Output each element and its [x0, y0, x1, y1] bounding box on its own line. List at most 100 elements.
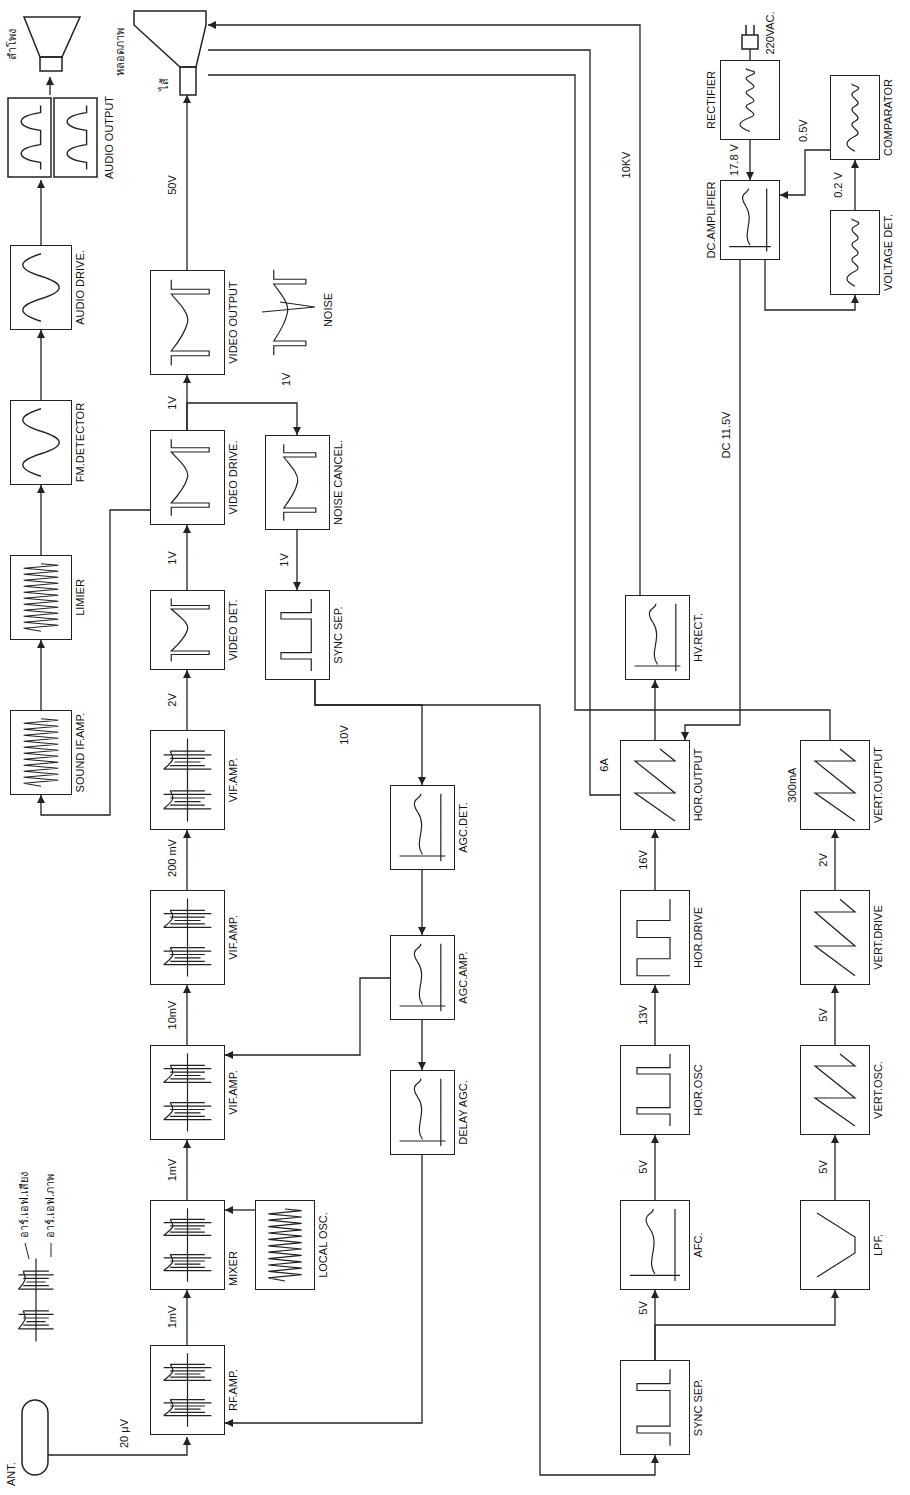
waveform	[24, 564, 59, 632]
leader-line	[25, 1243, 51, 1259]
block-box: AGC.AMP.	[390, 935, 455, 1020]
signal-arrow	[854, 160, 855, 210]
waveform	[815, 899, 855, 976]
waveform	[67, 106, 86, 170]
mains-wire	[749, 49, 750, 60]
block-box: SYNC SEP.	[265, 590, 330, 680]
signal-arrow	[421, 870, 422, 935]
signal-arrow	[225, 1155, 422, 1423]
signal-arrow	[186, 670, 187, 730]
block-box: VIDEO OUTPUT	[150, 270, 225, 375]
signal-arrow	[765, 260, 855, 310]
block-box: MIXER	[150, 1200, 225, 1290]
signal-label: 17.8 V	[728, 143, 741, 177]
plug-pins	[746, 25, 754, 35]
signal-label: 0.5V	[797, 118, 810, 143]
signal-arrow	[834, 1135, 835, 1200]
block-label: AUDIO OUTPUT	[103, 95, 116, 180]
signal-label: ไส้	[158, 77, 171, 92]
signal-arrow	[655, 1290, 835, 1360]
signal-arrow	[186, 95, 187, 270]
waveform	[400, 794, 446, 862]
waveform	[164, 898, 212, 976]
waveform	[729, 189, 771, 252]
signal-arrow	[296, 530, 297, 590]
waveform	[23, 409, 59, 477]
block-box: LOCAL OSC.	[255, 1200, 315, 1290]
block-label: SYNC SEP.	[692, 1378, 705, 1437]
block-box: LIMIER	[10, 555, 72, 640]
signal-arrow	[225, 1209, 255, 1210]
block-label: DELAY AGC.	[457, 1079, 470, 1145]
block-box: VERT.DRIVE	[800, 890, 870, 985]
signal-label: 300mA	[786, 767, 799, 804]
signal-label: 5V	[637, 1159, 650, 1174]
block-box: HOR.OSC	[620, 1045, 690, 1135]
signal-arrow	[208, 75, 830, 740]
waveform	[164, 1053, 212, 1131]
waveform	[847, 84, 859, 152]
signal-arrow	[40, 180, 41, 245]
waveform	[164, 1353, 212, 1427]
waveform	[24, 719, 59, 787]
output-stage-box	[54, 98, 97, 177]
waveform	[281, 599, 311, 671]
signal-label: 1mV	[166, 1305, 179, 1330]
block-label: หลอดภาพ	[114, 27, 127, 77]
signal-arrow	[208, 50, 620, 795]
waveform	[635, 749, 675, 821]
signal-arrow	[186, 525, 187, 590]
spectrum-figure	[18, 1259, 53, 1342]
signal-label: 1V	[166, 395, 179, 410]
block-label: VIDEO DRIVE.	[227, 440, 240, 516]
block-label: VERT.OSC.	[872, 1060, 885, 1120]
block-label: LIMIER	[74, 578, 87, 617]
block-label: HOR.DRIVE	[692, 906, 705, 969]
waveform	[400, 1079, 446, 1147]
block-label: AGC.DET.	[457, 801, 470, 854]
signal-label: 1V	[278, 552, 291, 567]
block-box: RF.AMP.	[150, 1345, 225, 1435]
block-label: VOLTAGE DET.	[882, 213, 895, 292]
block-label: DC.AMPLIFIER	[705, 180, 718, 259]
signal-label: 6A	[598, 757, 611, 772]
speaker-cone	[24, 17, 80, 57]
waveform	[630, 1209, 680, 1281]
block-label: LOCAL OSC.	[317, 1211, 330, 1279]
speaker-magnet	[40, 57, 62, 71]
block-label: SOUND IF.AMP.	[74, 712, 87, 794]
block-box: FM.DETECTOR	[10, 400, 72, 485]
block-box: DC.AMPLIFIER	[720, 180, 780, 260]
waveform	[171, 599, 209, 662]
signal-label: อาร์.เอฟ.เสียง	[18, 1171, 31, 1239]
waveform	[847, 219, 859, 287]
block-box: RECTIFIER	[720, 60, 780, 140]
signal-label: 220VAC.	[764, 10, 777, 55]
waveform	[171, 439, 209, 516]
block-label: NOISE CANCEL.	[332, 439, 345, 526]
block-label: VIF.AMP.	[227, 914, 240, 960]
block-box: VIF.AMP.	[150, 890, 225, 985]
waveform	[637, 899, 670, 976]
signal-label: 5V	[817, 1159, 830, 1174]
signal-arrow	[186, 1140, 187, 1200]
block-label: VIDEO DET.	[227, 598, 240, 661]
noise-spike	[262, 302, 315, 312]
block-label: AUDIO DRIVE.	[74, 249, 87, 326]
output-stage-box	[8, 98, 51, 177]
block-box: LPF.	[800, 1200, 870, 1290]
signal-arrow	[40, 640, 41, 710]
signal-arrow	[749, 140, 750, 180]
block-label: VERT.DRIVE	[872, 904, 885, 971]
waveform	[740, 69, 755, 132]
signal-label: DC 11.5V	[720, 411, 733, 460]
block-box: HV.RECT.	[625, 595, 690, 680]
block-box: AUDIO OUTPUT	[6, 95, 100, 180]
block-label: VIF.AMP.	[227, 757, 240, 803]
signal-label: 10V	[338, 724, 351, 746]
block-label: RF.AMP.	[227, 1368, 240, 1412]
signal-arrow	[421, 1020, 422, 1070]
signal-arrow	[40, 330, 41, 400]
waveform	[637, 1054, 670, 1126]
block-box: HOR.DRIVE	[620, 890, 690, 985]
